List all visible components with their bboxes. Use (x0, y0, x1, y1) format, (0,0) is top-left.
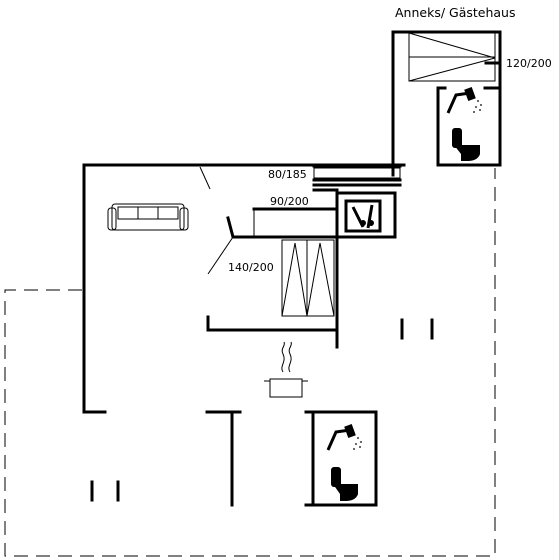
annex-toilet-icon (452, 128, 480, 161)
sofa-icon (107, 203, 189, 231)
stove-icon (264, 341, 308, 398)
bunk-bed-top: 80/185 (268, 164, 402, 182)
bunk-bottom-label: 90/200 (270, 195, 309, 208)
shower-icon (326, 423, 362, 451)
dishwasher-icon (344, 199, 382, 233)
double-bed-label: 140/200 (228, 261, 274, 274)
annex-shower-icon (446, 86, 482, 114)
bunk-bed-bottom: 90/200 (252, 183, 402, 238)
annex-walls (391, 30, 502, 177)
double-bed: 140/200 (228, 239, 335, 317)
annex-bed-label: 120/200 (506, 57, 552, 70)
toilet-icon (331, 467, 358, 501)
annex-bed: 120/200 (408, 32, 552, 82)
bunk-top-label: 80/185 (268, 168, 307, 181)
dashed-boundary (4, 168, 496, 557)
annex-title: Anneks/ Gästehaus (395, 5, 516, 20)
main-house-walls (82, 163, 434, 507)
